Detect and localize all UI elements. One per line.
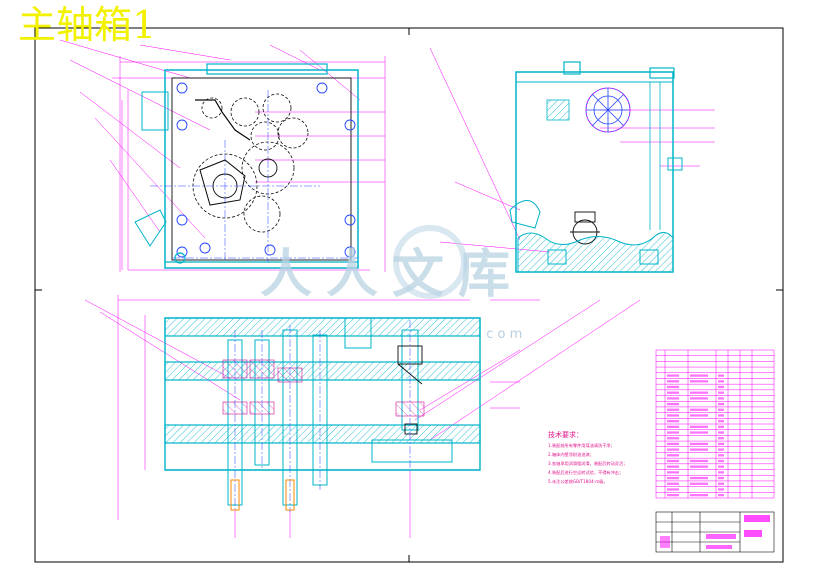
parts-list-entry-mark [667, 442, 679, 446]
title-block [655, 511, 775, 553]
parts-list-entry-mark [718, 408, 724, 411]
parts-list-entry-mark [667, 431, 679, 434]
sheet-frame [34, 27, 784, 563]
parts-list-entry-mark [667, 408, 679, 411]
tech-requirement-line: 1.装配前所有零件用煤油清洗干净； [548, 442, 615, 449]
parts-list-entry-mark [718, 454, 724, 457]
parts-list-entry-mark [718, 414, 724, 417]
tech-requirement-line: 3.各轴承用润滑脂润滑，装配后转动灵活； [548, 460, 627, 467]
parts-list-entry-mark [690, 459, 708, 463]
parts-list-entry-mark [667, 476, 679, 480]
parts-list-entry-mark [690, 397, 708, 400]
parts-list-entry-mark [718, 397, 724, 400]
parts-list-entry-mark [718, 442, 724, 446]
parts-list-entry-mark [667, 448, 679, 451]
parts-list-entry-mark [667, 420, 679, 423]
watermark-suffix: . c o m [478, 327, 522, 342]
parts-list-entry-mark [667, 374, 679, 377]
tech-requirement-line: 5.未注公差按GB/T1804-m级。 [548, 478, 608, 485]
parts-list-entry-mark [690, 494, 708, 497]
parts-list-entry-mark [667, 471, 679, 474]
parts-list-entry-mark [718, 494, 724, 497]
parts-list-entry-mark [718, 488, 724, 491]
parts-list-entry-mark [667, 414, 679, 417]
parts-list-entry-mark [667, 482, 679, 485]
parts-list-entry-mark [718, 471, 724, 474]
parts-list-entry-mark [667, 437, 679, 440]
parts-list-entry-mark [690, 442, 708, 446]
parts-list-entry-mark [718, 431, 724, 434]
parts-list-entry-mark [718, 391, 724, 394]
parts-list-entry-mark [718, 459, 724, 463]
parts-list-entry-mark [690, 391, 708, 394]
parts-list-entries [667, 374, 724, 497]
parts-list-entry-mark [690, 408, 708, 411]
drawing-title: 主轴箱1 [18, 3, 156, 47]
parts-list-entry-mark [667, 459, 679, 463]
parts-list-entry-mark [667, 391, 679, 394]
parts-list-entry-mark [667, 465, 679, 468]
parts-list-entry-mark [667, 385, 679, 389]
parts-list-entry-mark [690, 414, 708, 417]
parts-list-entry-mark [690, 425, 708, 428]
parts-list-entry-mark [667, 454, 679, 457]
tech-requirements-heading: 技术要求： [548, 430, 583, 439]
parts-list-entry-mark [718, 402, 724, 406]
front-view [59, 39, 386, 272]
parts-list-entry-mark [690, 476, 708, 480]
parts-list-entry-mark [667, 425, 679, 428]
parts-list-entry-mark [718, 448, 724, 451]
tech-requirement-line: 4.装配后进行空运转试验，不得有冲击； [548, 469, 623, 476]
watermark-text: 人人文库 [260, 245, 524, 305]
parts-list-entry-mark [718, 437, 724, 440]
parts-list-entry-mark [690, 482, 708, 485]
parts-list-entry-mark [667, 380, 679, 383]
parts-list-entry-mark [667, 488, 679, 491]
parts-list-entry-mark [690, 448, 708, 451]
parts-list-entry-mark [690, 465, 708, 468]
parts-list-entry-mark [718, 380, 724, 383]
side-view [429, 47, 715, 273]
parts-list-entry-mark [718, 476, 724, 480]
watermark: 人人文库 . c o m [260, 225, 524, 342]
section-view [84, 295, 641, 538]
parts-list-entry-mark [718, 465, 724, 468]
parts-list-entry-mark [718, 420, 724, 423]
parts-list-entry-mark [690, 431, 708, 434]
tech-requirement-line: 2.箱体内壁涂耐油油漆； [548, 451, 594, 458]
parts-list-entry-mark [667, 494, 679, 497]
tech-requirements: 技术要求： 1.装配前所有零件用煤油清洗干净； 2.箱体内壁涂耐油油漆； 3.各… [548, 430, 627, 485]
parts-list-entry-mark [667, 402, 679, 406]
parts-list-entry-mark [690, 374, 708, 377]
parts-list [655, 349, 775, 499]
parts-list-entry-mark [718, 374, 724, 377]
parts-list-entry-mark [718, 482, 724, 485]
parts-list-entry-mark [667, 397, 679, 400]
parts-list-entry-mark [718, 425, 724, 428]
parts-list-entry-mark [718, 385, 724, 389]
parts-list-entry-mark [690, 380, 708, 383]
